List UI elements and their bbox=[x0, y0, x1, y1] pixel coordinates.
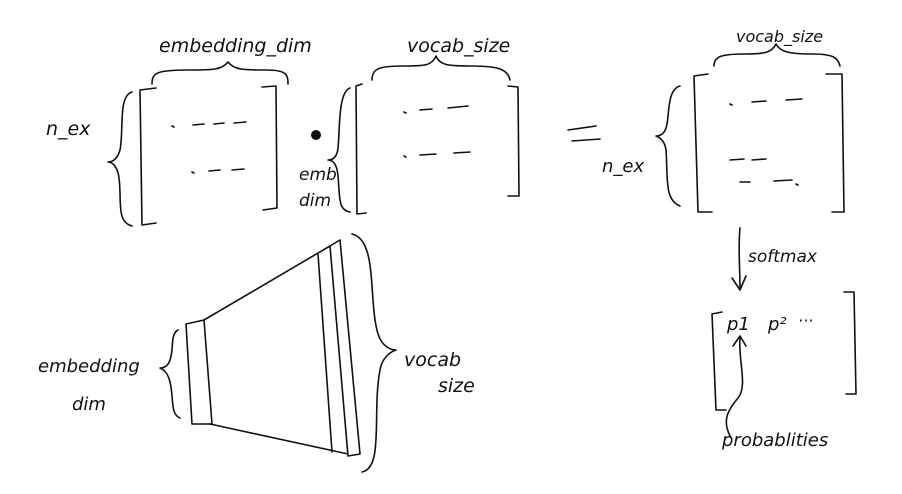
probabilities-vector: p1 p² ··· probablities bbox=[711, 291, 857, 451]
trapezoid-top-edge bbox=[203, 245, 331, 321]
matrix-row-2 bbox=[191, 168, 245, 174]
matrix-row-1 bbox=[171, 121, 247, 128]
probabilities-pointer bbox=[725, 337, 744, 437]
brace-vocab-size-bottom bbox=[351, 233, 397, 473]
label-vocab-bottom: vocab bbox=[404, 349, 461, 371]
small-face bbox=[185, 319, 213, 425]
matrix3-right-bracket bbox=[825, 73, 845, 213]
label-embedding-bottom: embedding bbox=[38, 356, 140, 377]
matrix2-row-2 bbox=[403, 151, 471, 158]
matrix3-left-bracket bbox=[693, 73, 713, 213]
matrix-embeddings: n_ex embedding_dim bbox=[46, 35, 312, 227]
probabilities-pointer-head bbox=[732, 335, 747, 347]
brace-emb-dim bbox=[327, 87, 351, 213]
label-ellipsis: ··· bbox=[798, 311, 813, 330]
label-embedding-dim-top: embedding_dim bbox=[159, 35, 312, 57]
brace-vocab-size-right bbox=[713, 43, 841, 67]
matrix2-left-bracket bbox=[355, 83, 367, 215]
matrix3-row-1 bbox=[729, 98, 803, 106]
softmax-step: softmax bbox=[731, 227, 818, 291]
label-p2: p² bbox=[767, 314, 787, 335]
matrix2-right-bracket bbox=[507, 85, 520, 197]
label-vocab-size-top: vocab_size bbox=[407, 35, 510, 57]
dot-operator bbox=[311, 130, 321, 140]
brace-embedding-dim-bottom bbox=[159, 329, 181, 419]
label-emb: emb bbox=[299, 165, 337, 185]
matrix3-row-3 bbox=[739, 179, 799, 186]
matrix-output-weights: emb dim vocab_size bbox=[299, 35, 520, 215]
label-size-bottom: size bbox=[438, 375, 475, 397]
label-vocab-size-right: vocab_size bbox=[736, 27, 823, 47]
softmax-arrow-head bbox=[731, 275, 747, 291]
projection-sketch: embedding dim vocab size bbox=[38, 233, 475, 473]
equals-sign bbox=[567, 125, 601, 142]
label-n-ex-left: n_ex bbox=[46, 118, 91, 140]
matrix3-row-2 bbox=[729, 158, 767, 161]
softmax-arrow-shaft bbox=[738, 227, 741, 289]
large-face bbox=[329, 239, 361, 457]
probs-right-bracket bbox=[843, 291, 857, 395]
label-dim-small: dim bbox=[299, 191, 331, 211]
trapezoid-bottom-edge bbox=[209, 423, 349, 455]
label-softmax: softmax bbox=[748, 247, 818, 267]
brace-n-ex-right bbox=[655, 85, 681, 207]
matrix2-row-1 bbox=[403, 105, 469, 114]
brace-n-ex-left bbox=[107, 91, 133, 227]
brace-vocab-size-top bbox=[371, 55, 511, 81]
large-face-inner bbox=[317, 253, 333, 453]
matrix-logits: n_ex vocab_size bbox=[602, 27, 845, 213]
label-n-ex-right: n_ex bbox=[602, 156, 644, 177]
matrix-right-bracket bbox=[261, 85, 278, 211]
matrix-left-bracket bbox=[139, 87, 157, 226]
label-dim-bottom: dim bbox=[72, 394, 106, 415]
label-probabilities: probablities bbox=[721, 430, 828, 451]
probs-left-bracket bbox=[711, 311, 727, 411]
label-p1: p1 bbox=[726, 314, 750, 335]
brace-embedding-dim bbox=[151, 61, 289, 85]
